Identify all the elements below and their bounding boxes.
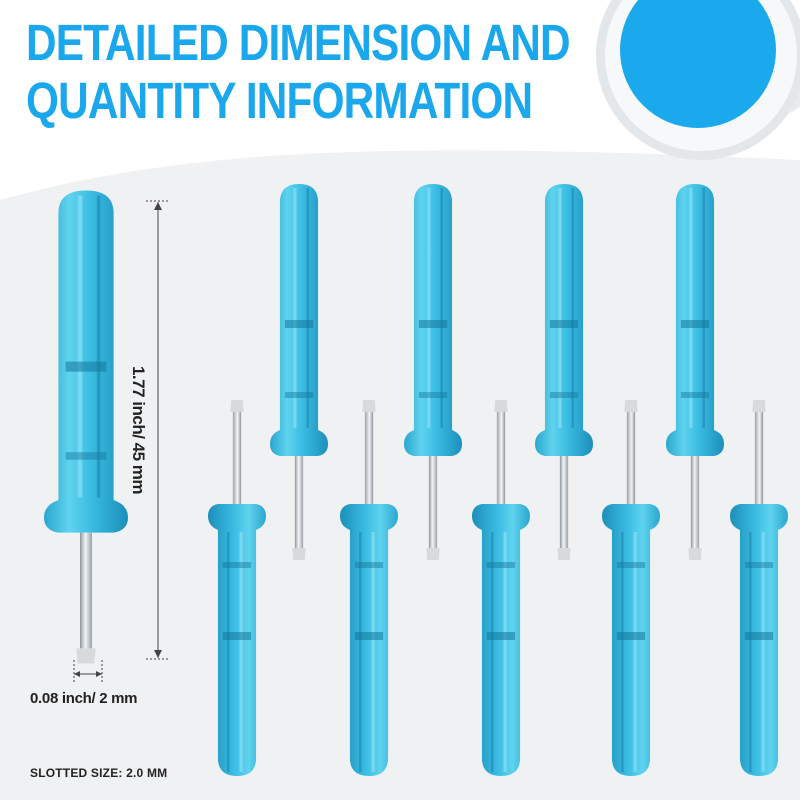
slotted-size-note: SLOTTED SIZE: 2.0 MM [30, 766, 168, 780]
screwdriver-top-1 [270, 182, 328, 562]
screwdriver-bottom-2 [340, 398, 398, 778]
tip-width-dimension-line [73, 660, 103, 684]
headline-line-1: DETAILED DIMENSION AND [26, 14, 571, 71]
screwdriver-bottom-1 [208, 398, 266, 778]
screwdriver-top-2 [404, 182, 462, 562]
tip-width-label: 0.08 inch/ 2 mm [30, 690, 138, 707]
screwdriver-top-3 [535, 182, 593, 562]
screwdriver-large [44, 188, 128, 666]
cup-icon [596, 0, 800, 160]
length-label: 1.77 inch/ 45 mm [129, 365, 148, 495]
headline: DETAILED DIMENSION AND QUANTITY INFORMAT… [26, 14, 571, 130]
screwdriver-bottom-4 [602, 398, 660, 778]
screwdriver-bottom-5 [730, 398, 788, 778]
screwdriver-bottom-3 [472, 398, 530, 778]
screwdriver-top-4 [666, 182, 724, 562]
headline-line-2: QUANTITY INFORMATION [26, 72, 533, 129]
length-dimension-line [146, 200, 170, 660]
